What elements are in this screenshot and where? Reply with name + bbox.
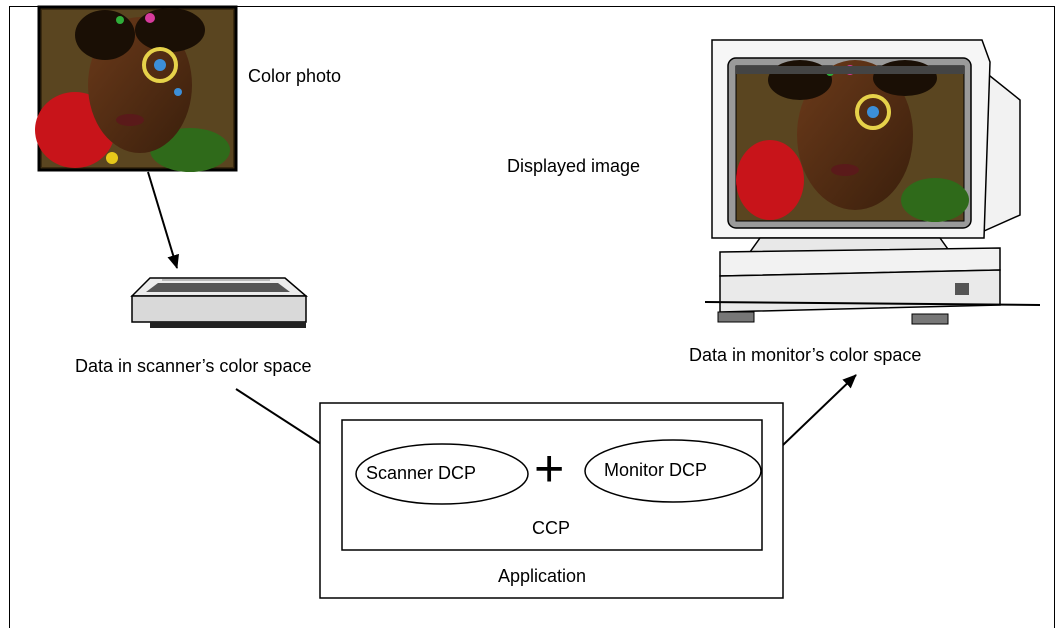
color-photo-label: Color photo (248, 66, 342, 86)
figure-frame (9, 6, 1055, 628)
scanner-dcp-ellipse (355, 443, 529, 505)
displayed-image-label: Displayed image (507, 156, 641, 176)
application-label: Application (498, 566, 587, 586)
color-photo-image (35, 5, 238, 172)
monitor-device (704, 39, 1041, 325)
scanner-color-space-label: Data in scanner’s color space (75, 356, 312, 376)
ccp-label: CCP (532, 518, 571, 538)
monitor-color-space-label: Data in monitor’s color space (689, 345, 922, 365)
scanner-dcp-label: Scanner DCP (366, 463, 477, 483)
monitor-dcp-ellipse (584, 439, 762, 503)
plus-sign: + (534, 440, 565, 498)
monitor-dcp-label: Monitor DCP (604, 460, 708, 480)
scanner-device (130, 277, 309, 328)
